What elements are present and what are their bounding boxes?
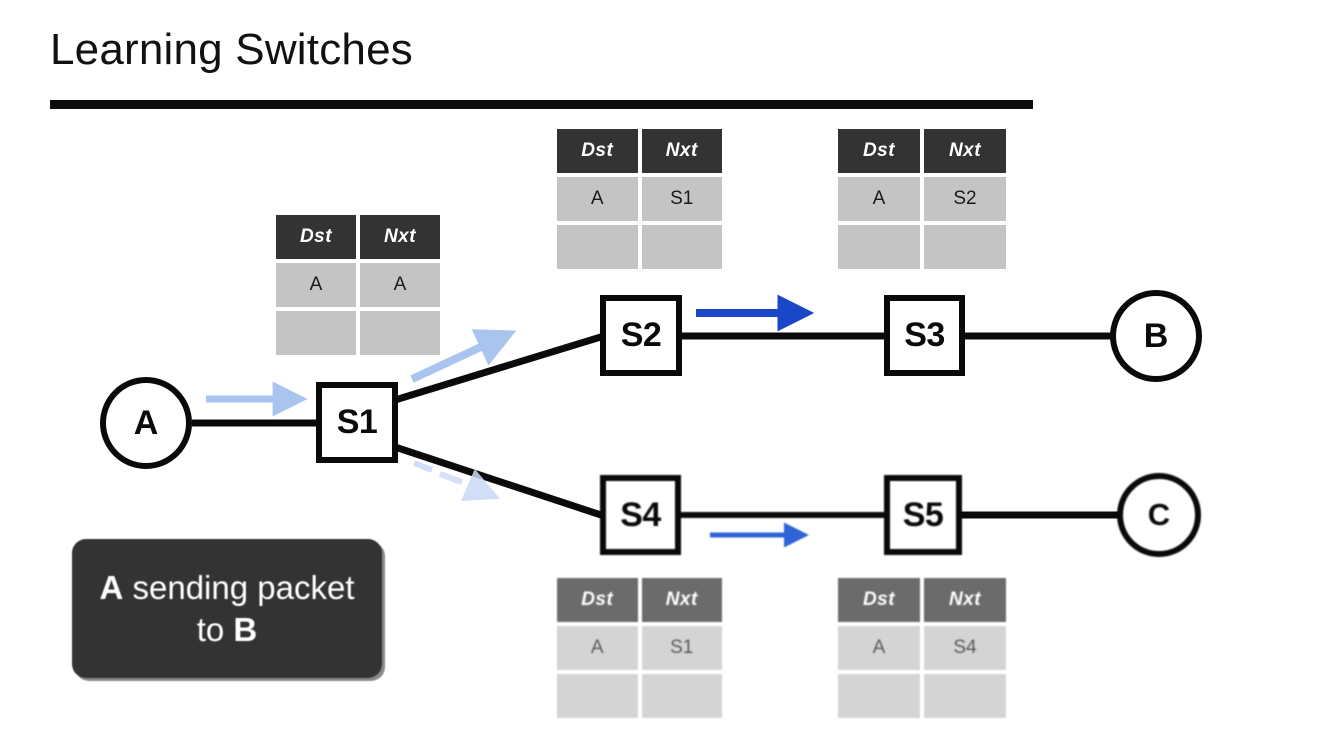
arrow-s1-to-s4 [412,460,501,502]
table-cell-nxt-empty [641,225,722,269]
switch-label: S1 [336,403,378,441]
table-header-nxt: Nxt [360,215,440,259]
table-cell-dst-empty [838,674,920,718]
forwarding-table-s4: Dst Nxt A S1 [557,578,722,718]
table-header-dst: Dst [557,578,638,622]
table-header-nxt: Nxt [641,578,722,622]
table-cell-nxt: S1 [641,626,722,670]
switch-label: S2 [620,316,662,354]
switch-label: S5 [902,495,944,534]
table-header-dst: Dst [276,215,356,259]
table-cell-dst: A [838,177,920,221]
switch-label: S3 [904,316,945,354]
switch-node-s3[interactable]: S3 [884,295,965,376]
host-label: B [1143,316,1169,355]
forwarding-table-s5: Dst Nxt A S4 [838,578,1006,718]
table-cell-nxt-empty [924,674,1006,718]
switch-node-s5[interactable]: S5 [884,475,962,555]
table-cell-nxt: A [360,263,440,307]
caption-middle: sending packet to [123,569,355,648]
table-cell-dst: A [276,263,356,307]
caption-source-host: A [99,569,124,607]
table-cell-nxt: S4 [924,626,1006,670]
host-node-c[interactable]: C [1117,473,1201,557]
table-cell-dst-empty [838,225,920,269]
switch-node-s4[interactable]: S4 [600,475,681,555]
host-label: A [133,403,159,442]
table-cell-dst-empty [276,311,356,355]
switch-label: S4 [620,495,661,534]
table-cell-nxt: S2 [924,177,1006,221]
table-header-nxt: Nxt [924,578,1006,622]
host-node-a[interactable]: A [100,377,192,469]
table-header-nxt: Nxt [924,129,1006,173]
table-cell-dst-empty [557,674,638,718]
table-cell-dst: A [557,626,638,670]
forwarding-table-s3: Dst Nxt A S2 [838,129,1006,269]
switch-node-s2[interactable]: S2 [600,295,682,376]
forwarding-table-s1: Dst Nxt A A [276,215,440,355]
table-cell-nxt: S1 [641,177,722,221]
table-cell-nxt-empty [924,225,1006,269]
table-header-dst: Dst [838,578,920,622]
caption-text: A sending packet to B [90,567,364,650]
status-caption: A sending packet to B [72,539,382,678]
host-label: C [1147,497,1171,532]
title-divider [50,100,1033,109]
switch-node-s1[interactable]: S1 [316,382,398,463]
host-node-b[interactable]: B [1110,290,1202,382]
table-cell-dst-empty [557,225,638,269]
table-header-dst: Dst [838,129,920,173]
table-cell-nxt-empty [360,311,440,355]
table-cell-dst: A [557,177,638,221]
link-s1-s4 [393,443,606,520]
page-title: Learning Switches [50,25,413,74]
caption-dest-host: B [233,610,258,648]
table-cell-nxt-empty [641,674,722,718]
table-header-nxt: Nxt [641,129,722,173]
table-header-dst: Dst [557,129,638,173]
forwarding-table-s2: Dst Nxt A S1 [557,129,722,269]
table-cell-dst: A [838,626,920,670]
